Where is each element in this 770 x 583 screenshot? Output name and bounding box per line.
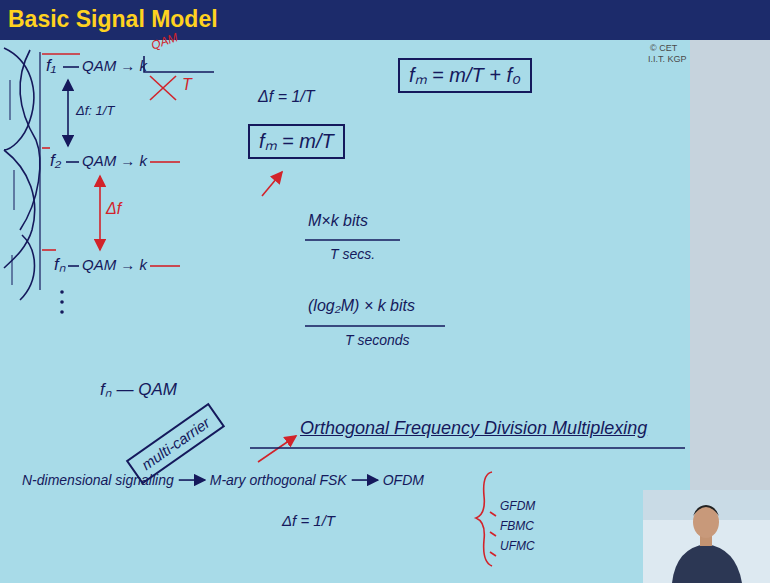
slide-title: Basic Signal Model (8, 6, 218, 32)
red-delta-arrow (99, 176, 101, 250)
time-note: T seconds (345, 332, 410, 348)
carrier-name: fₙ — QAM (100, 380, 177, 400)
red-cross (150, 76, 176, 100)
slide-ground (0, 0, 690, 583)
qam-note: QAM → k (82, 256, 147, 273)
speaker-video (643, 490, 770, 583)
waveform-name: FBMC (500, 520, 534, 534)
carrier-lines (63, 56, 214, 266)
speaker-hair (693, 505, 719, 516)
red-note: QAM (150, 31, 180, 53)
formula-box: fₘ = m/T + f₀ (398, 58, 532, 93)
box-text: fₘ = m/T (259, 130, 334, 153)
box-text: multi-carrier (139, 414, 214, 474)
continuation-dots (60, 290, 64, 314)
carrier-name: fₙ (54, 255, 66, 275)
spacing-equation: Δf = 1/T (258, 88, 315, 106)
video-frame (643, 490, 770, 583)
waveform-name: GFDM (500, 500, 535, 514)
qam-note: QAM → k (82, 57, 147, 74)
waveform-name: UFMC (500, 540, 535, 554)
logo-text: © CET (650, 43, 677, 53)
red-annotations (42, 54, 496, 566)
section-rule (250, 447, 685, 448)
fraction-bars (250, 240, 685, 448)
chain-arrow (179, 479, 205, 481)
speaker-body (672, 544, 742, 583)
dot (60, 290, 64, 294)
qam-note: QAM → k (82, 152, 147, 169)
formula-box: fₘ = m/T (248, 124, 345, 159)
sinc-curve (20, 50, 40, 230)
carrier-name: f₁ (46, 56, 56, 76)
sinc-curve (4, 48, 34, 150)
time-note: T secs. (330, 246, 375, 262)
symbol-bracket (144, 56, 214, 72)
red-note: Δf (106, 200, 121, 218)
bit-count: M×k bits (308, 212, 368, 230)
chain-arrow (352, 479, 378, 481)
sinc-curve (4, 150, 35, 268)
spectrum-hatch (10, 80, 14, 285)
spacing-equation: Δf = 1/T (282, 512, 335, 529)
dash-line (68, 265, 79, 267)
ofdm-heading: Orthogonal Frequency Division Multiplexi… (300, 418, 647, 439)
red-ticks (490, 512, 496, 556)
fraction-bar (305, 239, 400, 240)
red-cross (150, 76, 176, 100)
chain-step: OFDM (383, 472, 424, 488)
chain-step: N-dimensional signalling (22, 472, 174, 488)
red-line (42, 147, 50, 149)
carrier-name: f₂ (50, 151, 61, 171)
delta-f-arrow (67, 80, 69, 146)
red-line (150, 265, 180, 267)
red-line (42, 53, 80, 55)
red-line (150, 161, 180, 163)
red-pointer-arrow (262, 172, 282, 196)
fraction-bar (305, 325, 445, 326)
logo-text: I.I.T. KGP (648, 54, 687, 64)
red-pointer-arrow (258, 436, 296, 462)
frequency-axis (39, 52, 40, 290)
dash-line (63, 66, 79, 68)
chain-step: M-ary orthogonal FSK (210, 472, 347, 488)
spacing-note: Δf: 1/T (76, 104, 114, 119)
box-text: fₘ = m/T + f₀ (409, 64, 521, 87)
dot (60, 310, 64, 314)
red-line (42, 249, 56, 251)
dot (60, 300, 64, 304)
red-brace (476, 472, 492, 566)
dash-line (66, 161, 79, 163)
sinc-curve (20, 235, 35, 300)
bit-count: (log₂M) × k bits (308, 297, 415, 315)
subcarrier-spectra (4, 48, 40, 300)
red-note: T (182, 76, 192, 94)
speaker-head (693, 506, 719, 538)
